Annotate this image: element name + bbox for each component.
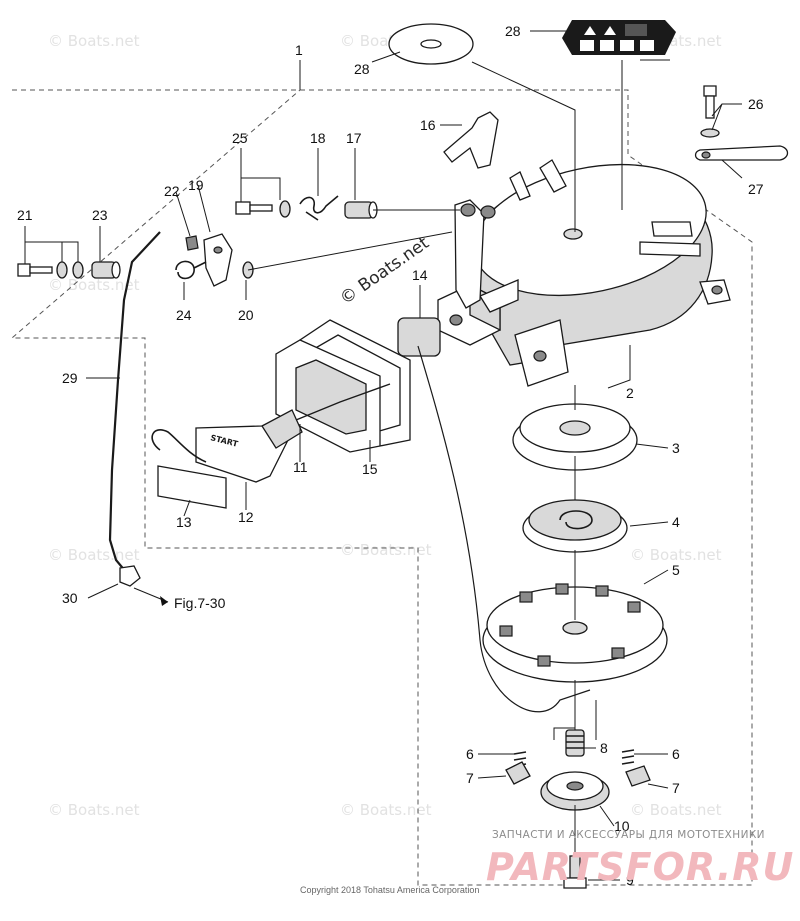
rope-holder-13 [151, 429, 227, 509]
watermark: © Boats.net [340, 541, 432, 559]
callout-20: 20 [238, 307, 254, 323]
callout-21: 21 [17, 207, 33, 223]
stay-hole [701, 151, 711, 159]
copyright-notice: Copyright 2018 Tohatsu America Corporati… [300, 885, 479, 895]
callout-25: 25 [232, 130, 248, 146]
watermark: © Boats.net [630, 546, 722, 564]
watermark: © Boats.net [48, 32, 140, 50]
starter-handle-12: START [195, 383, 391, 483]
drum-10 [540, 771, 610, 811]
bolt-9 [563, 855, 587, 889]
pawl-7-left [505, 761, 531, 785]
pawl-7-right [625, 765, 651, 787]
callout-29: 29 [62, 370, 78, 386]
warning-label [562, 20, 676, 55]
decal-disc-hole [420, 39, 442, 49]
collar-23 [91, 261, 121, 279]
callout-3: 3 [672, 440, 680, 456]
callout-23: 23 [92, 207, 108, 223]
rod-clip-30 [119, 565, 141, 587]
callout-12: 12 [238, 509, 254, 525]
callout-4: 4 [672, 514, 680, 530]
stop-plate [443, 111, 499, 169]
callout-7-left: 7 [466, 770, 474, 786]
figure-reference: Fig.7-30 [174, 595, 226, 611]
callout-9: 9 [626, 872, 634, 888]
stay-27 [694, 145, 789, 161]
lever-19 [203, 233, 233, 287]
spring-6-right [621, 749, 635, 765]
callout-30: 30 [62, 590, 78, 606]
callout-5: 5 [672, 562, 680, 578]
friction-plate-3 [512, 403, 638, 471]
starter-rope [417, 345, 591, 713]
callout-27: 27 [748, 181, 764, 197]
recoil-spring-4 [522, 499, 628, 553]
callout-22: 22 [164, 183, 180, 199]
spring-18 [299, 195, 339, 221]
fig-ref-arrowhead [160, 596, 168, 606]
spring-8 [565, 729, 585, 757]
bolt-25 [235, 200, 291, 218]
callout-6-left: 6 [466, 746, 474, 762]
callout-26: 26 [748, 96, 764, 112]
leader-lines [24, 30, 743, 881]
watermark: © Boats.net [630, 801, 722, 819]
starter-case [459, 159, 731, 387]
callout-6-right: 6 [672, 746, 680, 762]
callout-1: 1 [295, 42, 303, 58]
callout-14: 14 [412, 267, 428, 283]
callout-10: 10 [614, 818, 630, 834]
watermark: © Boats.net [48, 801, 140, 819]
watermark: © Boats.net [340, 801, 432, 819]
stop-switch-arm [454, 199, 496, 309]
spring-24 [175, 260, 207, 280]
watermark: © Boats.net [48, 276, 140, 294]
bolt-26 [700, 85, 720, 138]
lever-hole [213, 246, 223, 254]
link-rod-29 [108, 231, 161, 573]
promo-logo: PARTSFOR.RU [486, 845, 794, 889]
callout-17: 17 [346, 130, 362, 146]
callout-2: 2 [626, 385, 634, 401]
callout-24: 24 [176, 307, 192, 323]
callout-7-right: 7 [672, 780, 680, 796]
callout-8: 8 [600, 740, 608, 756]
promo-tagline: ЗАПЧАСТИ И АКСЕССУАРЫ ДЛЯ МОТОТЕХНИКИ [492, 829, 765, 841]
grommet-11 [275, 339, 381, 453]
clip-22 [185, 235, 199, 251]
callout-16: 16 [420, 117, 436, 133]
callout-28-label: 28 [505, 23, 521, 39]
callout-15: 15 [362, 461, 378, 477]
callout-13: 13 [176, 514, 192, 530]
rope-guide-14 [397, 317, 441, 357]
watermark: © Boats.net [48, 546, 140, 564]
callout-18: 18 [310, 130, 326, 146]
callout-19: 19 [188, 177, 204, 193]
callout-28-disc: 28 [354, 61, 370, 77]
collar-17 [344, 201, 378, 219]
callout-numbers: 1 2 3 4 5 6 6 7 7 8 9 10 11 12 13 14 15 … [17, 23, 764, 888]
callout-11: 11 [293, 459, 308, 475]
